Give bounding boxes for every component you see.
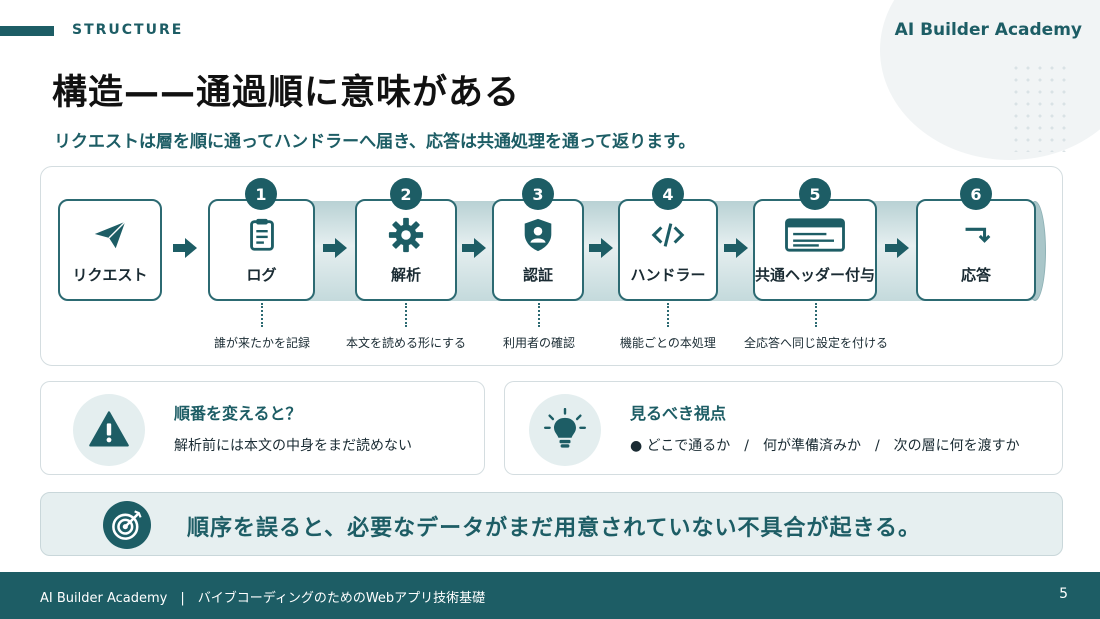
leader-line: [667, 303, 669, 327]
card-body: 解析前には本文の中身をまだ読めない: [174, 438, 412, 454]
flow-node-common-header: 共通ヘッダー付与: [753, 199, 877, 301]
card-body: ● どこで通るか / 何が準備済みか / 次の層に何を渡すか: [630, 438, 1020, 454]
flow-node-request: リクエスト: [58, 199, 162, 301]
warning-card: 順番を変えると？ 解析前には本文の中身をまだ読めない: [40, 381, 485, 475]
page-subtitle: リクエストは層を順に通ってハンドラーへ届き、応答は共通処理を通って返ります。: [54, 132, 696, 152]
flow-node-label: 共通ヘッダー付与: [755, 265, 876, 284]
leader-line: [261, 303, 263, 327]
brand-logo: AI Builder Academy: [894, 20, 1082, 40]
footer-text: AI Builder Academy | バイブコーディングのためのWebアプリ…: [40, 591, 486, 606]
dot-pattern: [1010, 62, 1070, 152]
flow-node-label: リクエスト: [72, 265, 148, 284]
leader-line: [815, 303, 817, 327]
lightbulb-icon-circle: [529, 394, 601, 466]
section-label: STRUCTURE: [72, 22, 184, 38]
footer-bar: AI Builder Academy | バイブコーディングのためのWebアプリ…: [0, 572, 1100, 619]
flow-node-handler: ハンドラー: [618, 199, 718, 301]
flow-node-log: ログ: [208, 199, 315, 301]
flow-node-label: 認証: [522, 265, 553, 284]
step-number: 5: [799, 178, 831, 210]
step-number: 6: [960, 178, 992, 210]
arrow-right-icon: [885, 238, 909, 258]
accent-bar: [0, 26, 54, 36]
clipboard-icon: [249, 218, 274, 251]
page-number: 5: [1059, 586, 1068, 602]
leader-line: [538, 303, 540, 327]
paper-plane-icon: [94, 220, 126, 248]
step-number: 4: [652, 178, 684, 210]
flow-node-parse: 解析: [355, 199, 457, 301]
flow-node-label: ハンドラー: [630, 265, 706, 284]
arrow-right-icon: [589, 238, 613, 258]
flow-node-label: 解析: [390, 265, 421, 284]
gear-icon: [388, 217, 424, 252]
return-arrow-icon: [965, 227, 991, 243]
step-description: 本文を読める形にする: [345, 336, 467, 350]
target-icon: [112, 510, 142, 540]
code-icon: [651, 222, 685, 247]
browser-window-icon: [785, 217, 845, 252]
target-icon-circle: [103, 501, 151, 549]
conclusion-text: 順序を誤ると、必要なデータがまだ用意されていない不具合が起きる。: [187, 516, 922, 541]
step-number: 3: [522, 178, 554, 210]
step-description: 機能ごとの本処理: [620, 336, 716, 350]
flow-node-response: 応答: [916, 199, 1036, 301]
warning-icon: [89, 411, 129, 447]
card-title: 見るべき視点: [630, 404, 727, 423]
card-title: 順番を変えると？: [174, 404, 302, 423]
step-number: 2: [390, 178, 422, 210]
flow-node-auth: 認証: [492, 199, 584, 301]
arrow-right-icon: [173, 238, 197, 258]
leader-line: [405, 303, 407, 327]
viewpoint-card: 見るべき視点 ● どこで通るか / 何が準備済みか / 次の層に何を渡すか: [504, 381, 1063, 475]
flow-node-label: 応答: [960, 265, 991, 284]
arrow-right-icon: [724, 238, 748, 258]
step-description: 全応答へ同じ設定を付ける: [743, 336, 889, 350]
arrow-right-icon: [462, 238, 486, 258]
arrow-right-icon: [323, 238, 347, 258]
step-description: 利用者の確認: [502, 336, 576, 350]
shield-user-icon: [524, 218, 552, 251]
step-number: 1: [245, 178, 277, 210]
warning-icon-circle: [73, 394, 145, 466]
conclusion-banner: 順序を誤ると、必要なデータがまだ用意されていない不具合が起きる。: [40, 492, 1063, 556]
lightbulb-icon: [543, 408, 587, 448]
step-description: 誰が来たかを記録: [213, 336, 311, 350]
flow-node-label: ログ: [246, 265, 277, 284]
page-title: 構造——通過順に意味がある: [52, 73, 521, 113]
